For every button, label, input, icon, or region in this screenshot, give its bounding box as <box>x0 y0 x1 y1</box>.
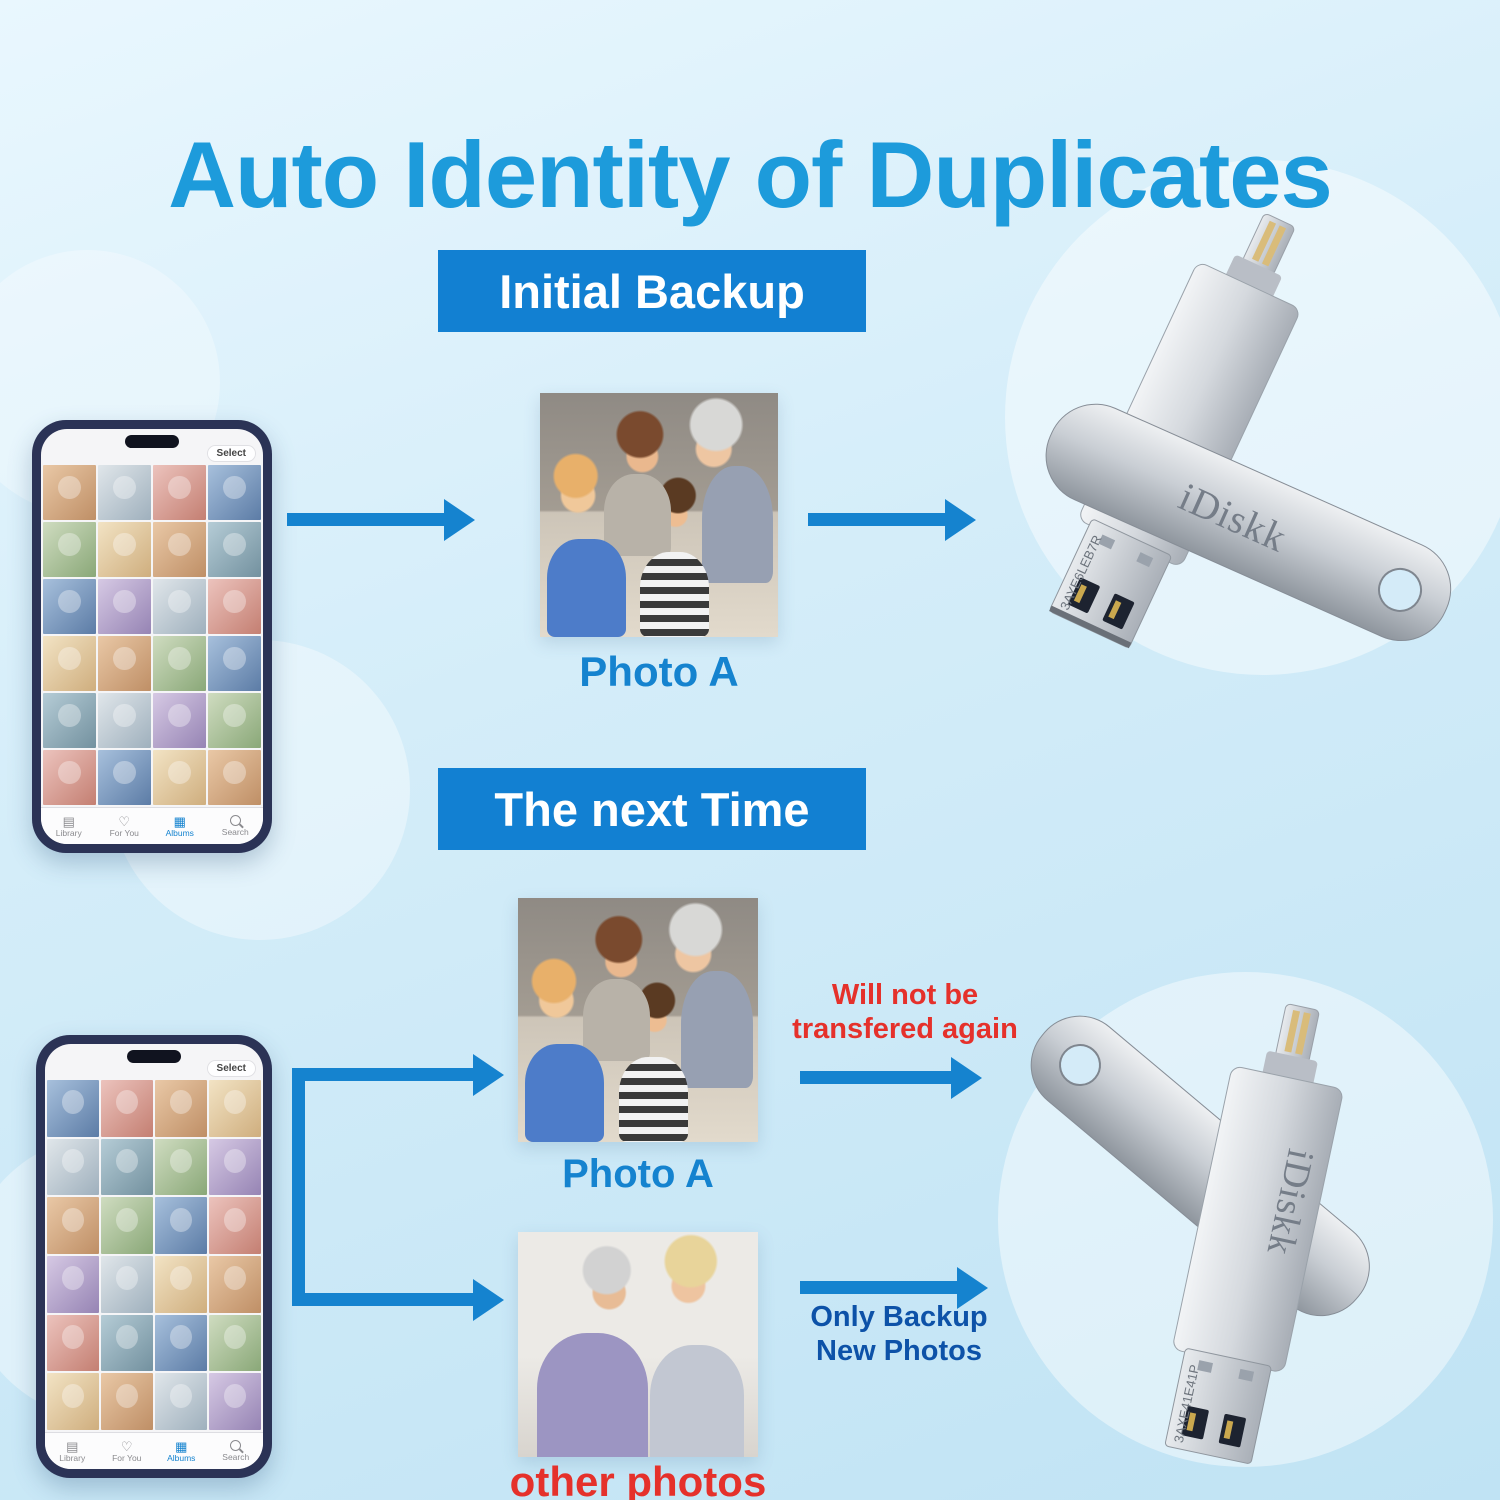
next-time-banner: The next Time <box>438 768 866 850</box>
phone-mockup-top: Select ▤ Library ♡ For You <box>32 420 272 853</box>
lanyard-hole <box>1378 567 1423 612</box>
page-title: Auto Identity of Duplicates <box>168 121 1333 227</box>
library-icon: ▤ <box>62 813 75 829</box>
tab-label: For You <box>109 827 139 838</box>
tab-label: Library <box>55 827 82 838</box>
search-icon <box>230 1440 242 1452</box>
photo-a-thumbnail <box>518 898 758 1142</box>
arrow-phone-to-photo-a <box>292 1068 474 1081</box>
photo-grid <box>45 1078 263 1432</box>
lanyard-hole <box>1059 1044 1101 1086</box>
arrow-phone-to-other-photos <box>292 1293 474 1306</box>
select-button: Select <box>207 1061 255 1076</box>
tab-label: Library <box>59 1452 86 1463</box>
arrow-photo-to-drive <box>808 513 946 526</box>
photo-a-label: Photo A <box>579 648 739 695</box>
phone-screen: Select ▤ Library ♡ For You <box>45 1044 263 1469</box>
duplicate-note-line2: transfered again <box>792 1013 1018 1046</box>
dynamic-island <box>125 435 179 448</box>
lightning-contact <box>1295 1012 1311 1055</box>
phone-screen: Select ▤ Library ♡ For You <box>41 429 263 844</box>
tab-label: Search <box>222 1452 250 1463</box>
tab-label: Albums <box>165 827 194 838</box>
albums-grid-icon: ▦ <box>173 813 186 829</box>
arrow-photo-a-to-drive <box>800 1071 952 1084</box>
albums-grid-icon: ▦ <box>175 1438 188 1454</box>
tab-search: Search <box>208 815 264 837</box>
heart-icon: ♡ <box>120 1438 133 1454</box>
flash-drive-next-time: iDiskk 3AXE41E41P <box>995 995 1495 1470</box>
photos-app-header: Select <box>41 429 263 463</box>
photo-a-thumbnail <box>540 393 778 637</box>
lightning-contact <box>1261 225 1287 267</box>
tab-search: Search <box>209 1440 264 1462</box>
photo-a-label: Photo A <box>562 1152 714 1196</box>
photos-app-header: Select <box>45 1044 263 1078</box>
tab-library: ▤ Library <box>41 815 97 838</box>
tab-albums: ▦ Albums <box>154 1440 209 1463</box>
connector-neck <box>1225 255 1282 299</box>
lightning-contact <box>1284 1010 1301 1053</box>
other-photos-thumbnail <box>518 1232 758 1457</box>
lightning-contact <box>1251 220 1277 262</box>
dynamic-island <box>127 1050 181 1063</box>
backup-note: Only Backup New Photos <box>792 1300 1006 1368</box>
initial-backup-banner: Initial Backup <box>438 250 866 332</box>
tab-label: Search <box>221 827 249 838</box>
select-button: Select <box>207 446 255 461</box>
backup-note-line2: New Photos <box>816 1335 982 1368</box>
flash-drive-initial: 3AYE6LEB7R iDiskk <box>980 205 1485 710</box>
branch-connector-line <box>292 1068 305 1306</box>
photos-tab-bar: ▤ Library ♡ For You ▦ Albums Search <box>45 1432 263 1469</box>
tab-label: For You <box>112 1452 142 1463</box>
photos-tab-bar: ▤ Library ♡ For You ▦ Albums Search <box>41 807 263 844</box>
swivel-cover: iDiskk <box>1045 403 1452 642</box>
tab-library: ▤ Library <box>45 1440 100 1463</box>
search-icon <box>229 815 241 827</box>
duplicate-note-line1: Will not be <box>831 979 979 1011</box>
arrow-phone-to-photo <box>287 513 445 526</box>
tab-albums: ▦ Albums <box>152 815 208 838</box>
backup-note-line1: Only Backup <box>810 1301 988 1333</box>
duplicate-note: Will not be transfered again <box>788 978 1022 1046</box>
arrow-other-photos-to-drive <box>800 1281 958 1294</box>
tab-label: Albums <box>167 1452 196 1463</box>
phone-mockup-bottom: Select ▤ Library ♡ For You <box>36 1035 272 1478</box>
drive-body: iDiskk 3AXE41E41P <box>1164 1003 1343 1464</box>
tab-for-you: ♡ For You <box>97 815 153 838</box>
heart-icon: ♡ <box>118 813 131 829</box>
tab-for-you: ♡ For You <box>100 1440 155 1463</box>
photo-grid <box>41 463 263 807</box>
other-photos-label: other photos <box>509 1458 767 1500</box>
library-icon: ▤ <box>66 1438 79 1454</box>
